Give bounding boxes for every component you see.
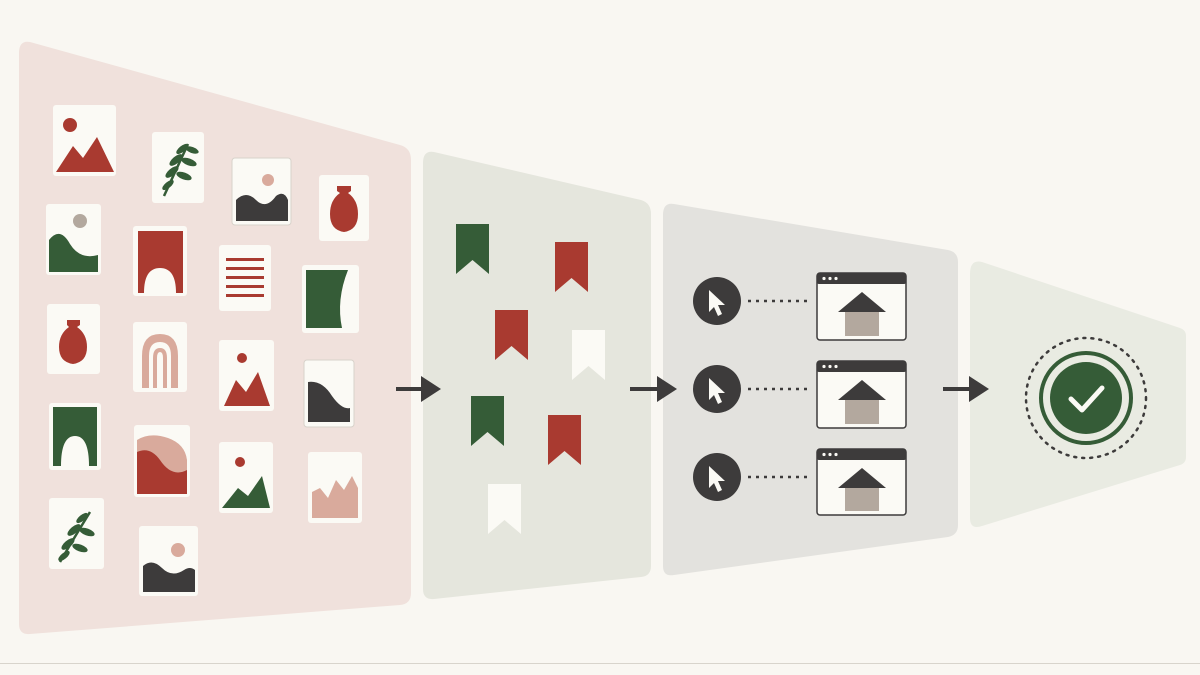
bottom-divider [0, 663, 1200, 664]
click-row [693, 272, 907, 341]
bookmark-icon [572, 330, 605, 380]
bookmark-icon [456, 224, 489, 274]
arrow-right-icon [943, 376, 989, 402]
cursor-icon [709, 290, 725, 316]
click-row [693, 448, 907, 516]
cursor-icon [709, 466, 725, 492]
landscape-image-icon [46, 204, 101, 275]
landscape-image-icon [53, 105, 116, 176]
landscape-image-icon [139, 526, 198, 596]
browser-window-icon [816, 360, 907, 429]
bookmark-icon [488, 484, 521, 534]
landscape-image-icon [219, 340, 274, 411]
landscape-image-icon [219, 442, 273, 513]
image-collection [46, 105, 369, 596]
arrow-right-icon [630, 376, 677, 402]
abstract-shape-icon [302, 265, 359, 333]
browser-window-icon [816, 272, 907, 341]
fern-leaf-icon [49, 498, 104, 569]
text-lines-icon [219, 245, 271, 311]
rainbow-arch-icon [133, 322, 187, 392]
checkmark-badge-icon [1024, 336, 1148, 460]
cursor-icon [709, 378, 725, 404]
house-icon [838, 380, 886, 424]
bookmark-icon [495, 310, 528, 360]
browser-window-icon [816, 448, 907, 516]
click-row [693, 360, 907, 429]
bookmark-icon [471, 396, 504, 446]
landscape-image-icon [303, 359, 355, 428]
click-to-browser [693, 272, 907, 516]
landscape-image-icon [231, 157, 292, 226]
house-icon [838, 468, 886, 511]
arch-shape-icon [133, 226, 187, 296]
abstract-shape-icon [49, 403, 101, 470]
landscape-image-icon [308, 452, 362, 523]
wave-shape-icon [134, 425, 190, 497]
bookmark-icon [548, 415, 581, 465]
bookmark-icon [555, 242, 588, 292]
fern-leaf-icon [152, 132, 204, 203]
stage-2-panel [423, 151, 651, 600]
vase-icon [47, 304, 100, 374]
vase-icon [319, 175, 369, 241]
arrow-right-icon [396, 376, 441, 402]
house-icon [838, 292, 886, 336]
bookmark-selection [456, 224, 605, 534]
